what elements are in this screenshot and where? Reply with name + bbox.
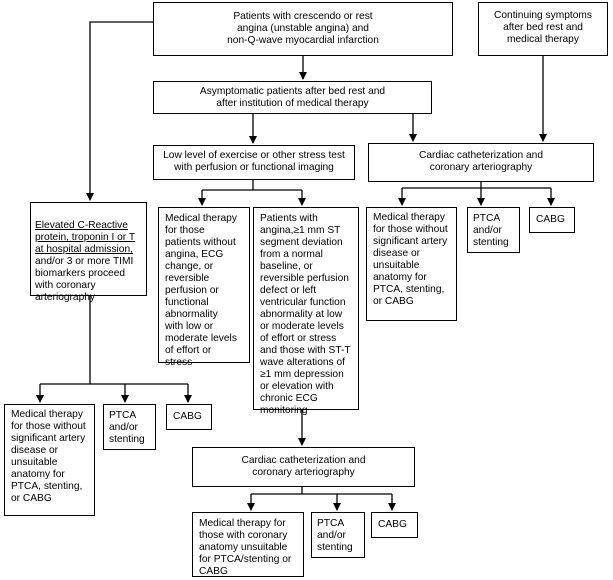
biomarkers-underlined-text: Elevated C-Reactive protein, troponin I … <box>35 220 136 255</box>
bottom-ptca-box: PTCA and/or stenting <box>311 512 365 558</box>
arrow-top-to-biomarkers <box>86 21 153 201</box>
left-cabg-box: CABG <box>166 404 212 430</box>
biomarkers-text: and/or 3 or more TIMI biomarkers proceed… <box>35 256 134 303</box>
stress-test-box: Low level of exercise or other stress te… <box>153 145 355 180</box>
cardiac-cath-right-box: Cardiac catheterization and coronary art… <box>368 143 594 182</box>
right-medical-therapy-box: Medical therapy for those without signif… <box>366 207 457 321</box>
left-medical-therapy-box: Medical therapy for those without signif… <box>4 404 95 516</box>
bottom-medical-therapy-box: Medical therapy for those with coronary … <box>192 512 304 577</box>
top-patients-box: Patients with crescendo or rest angina (… <box>153 2 453 56</box>
asymptomatic-box: Asymptomatic patients after bed rest and… <box>153 81 432 114</box>
right-cabg-box: CABG <box>529 207 575 233</box>
right-ptca-box: PTCA and/or stenting <box>467 207 520 253</box>
bottom-cabg-box: CABG <box>371 512 418 538</box>
angina-st-box: Patients with angina,≥1 mm ST segment de… <box>253 207 359 416</box>
continuing-symptoms-box: Continuing symptoms after bed rest and m… <box>478 2 608 56</box>
left-ptca-box: PTCA and/or stenting <box>103 404 156 450</box>
biomarkers-box: Elevated C-Reactive protein, troponin I … <box>30 202 147 303</box>
cardiac-cath-bottom-box: Cardiac catheterization and coronary art… <box>192 447 415 487</box>
medical-no-angina-box: Medical therapy for those patients witho… <box>158 207 250 368</box>
